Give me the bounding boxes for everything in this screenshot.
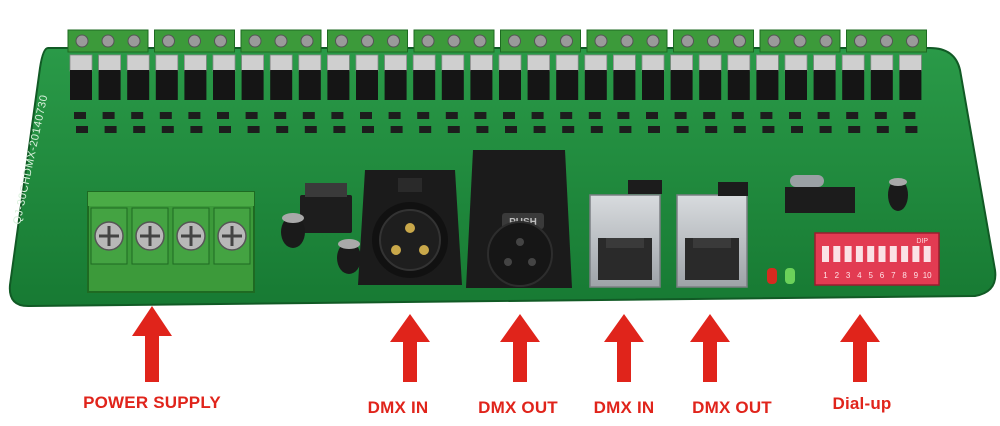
label-dmx-out-xlr: DMX OUT: [478, 398, 558, 417]
arrow-dmx-out-xlr: [500, 314, 540, 382]
circuit-board-photo: QJ-30CHDMX-20140730 PUSH: [8, 29, 997, 308]
rj45-in-jack: [589, 194, 661, 288]
xlr-in-connector: [358, 170, 462, 285]
label-dmx-out-rj45: DMX OUT: [692, 398, 772, 417]
status-leds: [767, 268, 795, 284]
dip-number-label: 3: [846, 271, 851, 280]
voltage-regulator: [300, 183, 352, 233]
xlr-out-connector: PUSH: [466, 150, 572, 288]
rj45-out-jack: [676, 194, 748, 288]
dip-number-label: 5: [868, 271, 873, 280]
dip-number-label: 7: [891, 271, 896, 280]
board-svg: QJ-30CHDMX-20140730 PUSH: [8, 29, 997, 308]
arrow-power-supply: [132, 306, 172, 382]
output-terminal-strip: [67, 29, 927, 53]
mosfet-row: [69, 54, 922, 100]
dip-number-label: 6: [880, 271, 885, 280]
dip-number-label: 4: [857, 271, 862, 280]
microcontroller-chip: [628, 175, 855, 213]
arrow-dmx-in-rj45: [604, 314, 644, 382]
resistor-row: [74, 112, 918, 133]
dip-header-label: DIP: [916, 238, 928, 245]
label-dmx-in-rj45: DMX IN: [593, 398, 655, 417]
power-terminal-block: [87, 191, 255, 293]
label-dmx-in-xlr: DMX IN: [367, 398, 429, 417]
dip-number-label: 8: [902, 271, 907, 280]
dip-number-label: 2: [835, 271, 840, 280]
dip-number-label: 9: [914, 271, 919, 280]
arrow-dial-up: [840, 314, 880, 382]
dip-number-label: 1: [823, 271, 828, 280]
arrow-dmx-in-xlr: [390, 314, 430, 382]
label-power-supply: POWER SUPPLY: [83, 393, 221, 412]
arrow-dmx-out-rj45: [690, 314, 730, 382]
dip-number-label: 10: [923, 271, 932, 280]
label-dial-up: Dial-up: [832, 394, 892, 413]
capacitor: [281, 178, 908, 274]
